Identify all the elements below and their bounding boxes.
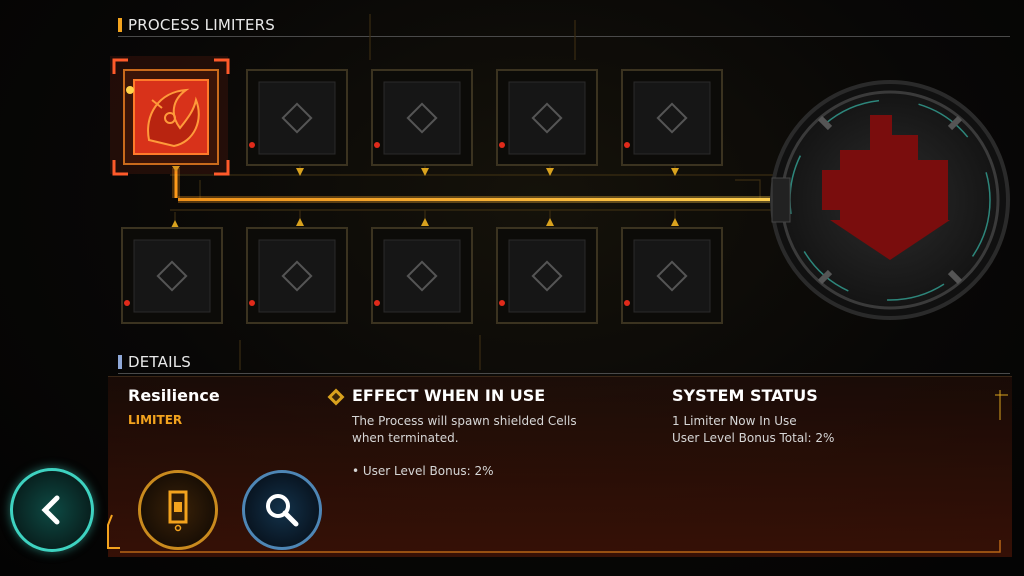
effect-bonus: • User Level Bonus: 2% <box>352 464 494 478</box>
limiter-board <box>110 14 1010 370</box>
empty-slot-icon <box>406 102 438 134</box>
details-divider <box>118 373 1010 374</box>
empty-slot-icon <box>656 102 688 134</box>
chevron-left-icon <box>41 495 60 525</box>
status-line-1: 1 Limiter Now In Use <box>672 414 797 428</box>
magnifier-icon <box>266 494 299 527</box>
empty-slot-icon <box>531 102 563 134</box>
core-connector <box>771 177 791 223</box>
inspect-button[interactable] <box>242 470 322 550</box>
chip-slot-7[interactable] <box>246 227 348 324</box>
chip-slot-3[interactable] <box>371 69 473 166</box>
process-limiters-title: PROCESS LIMITERS <box>128 16 275 34</box>
effect-diamond-icon <box>326 387 346 411</box>
selection-brackets <box>112 58 230 176</box>
effect-heading: EFFECT WHEN IN USE <box>352 386 546 405</box>
status-line-2: User Level Bonus Total: 2% <box>672 431 835 445</box>
header-accent-bar <box>118 18 122 32</box>
process-core <box>770 80 1010 320</box>
empty-slot-icon <box>531 260 563 292</box>
details-accent-bar <box>118 355 122 369</box>
chip-slot-9[interactable] <box>496 227 598 324</box>
limiter-equip-icon <box>168 490 188 532</box>
chip-slot-4[interactable] <box>496 69 598 166</box>
empty-slot-icon <box>281 260 313 292</box>
chip-slot-8[interactable] <box>371 227 473 324</box>
chip-slot-2[interactable] <box>246 69 348 166</box>
empty-slot-icon <box>281 102 313 134</box>
item-type: LIMITER <box>128 413 183 427</box>
resilience-limiter-icon <box>147 88 200 148</box>
empty-slot-icon <box>656 260 688 292</box>
item-name: Resilience <box>128 386 220 405</box>
header-divider <box>118 36 1010 37</box>
effect-line-2: when terminated. <box>352 431 459 445</box>
connector-markers <box>171 166 679 228</box>
chip-slot-5[interactable] <box>621 69 723 166</box>
empty-slot-icon <box>406 260 438 292</box>
process-limiters-header: PROCESS LIMITERS <box>118 16 275 34</box>
empty-slot-icon <box>156 260 188 292</box>
chip-slot-6[interactable] <box>121 227 223 324</box>
equip-limiter-button[interactable] <box>138 470 218 550</box>
energy-beam <box>172 168 780 203</box>
details-header: DETAILS <box>118 353 191 371</box>
system-status-heading: SYSTEM STATUS <box>672 386 818 405</box>
chip-slot-10[interactable] <box>621 227 723 324</box>
effect-line-1: The Process will spawn shielded Cells <box>352 414 577 428</box>
details-title: DETAILS <box>128 353 191 371</box>
back-button[interactable] <box>10 468 94 552</box>
chip-slot-1-selected[interactable] <box>110 56 230 176</box>
process-silhouette-icon <box>822 115 950 260</box>
